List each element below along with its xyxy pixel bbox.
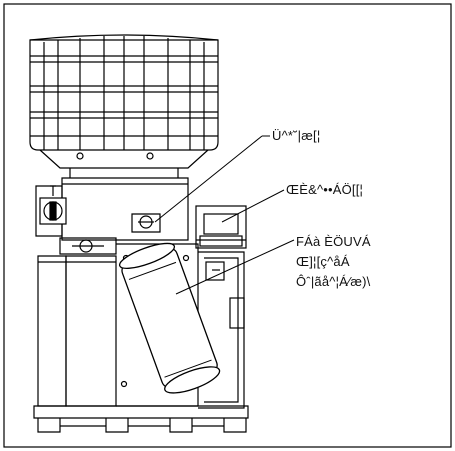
diagram-border bbox=[3, 3, 452, 448]
base-frame bbox=[33, 405, 249, 433]
leader-lines bbox=[154, 135, 295, 295]
cover-bracket bbox=[195, 205, 247, 249]
leader-line-top bbox=[154, 135, 263, 223]
callout-bottom-line1: FÁà ÈÖUVÁ bbox=[296, 234, 371, 249]
callout-top: Ü^*˘|æ[¦ bbox=[272, 128, 320, 143]
filter-cylinder bbox=[118, 242, 221, 394]
callout-middle: ŒÈ&^••ÁÖ[[¦ bbox=[286, 182, 363, 197]
valve-icon bbox=[131, 213, 161, 233]
side-panel bbox=[198, 251, 245, 409]
grille-cage bbox=[29, 34, 219, 178]
disconnect-switch-icon bbox=[39, 185, 67, 225]
leader-line-bottom bbox=[175, 239, 295, 295]
leader-line-middle bbox=[221, 189, 285, 223]
callout-bottom-line2: Œ]¦[ç^åÁ bbox=[296, 254, 350, 269]
callout-bottom-line3: Ôˆ|ãå^¦Á⁄æ)\ bbox=[296, 274, 371, 289]
